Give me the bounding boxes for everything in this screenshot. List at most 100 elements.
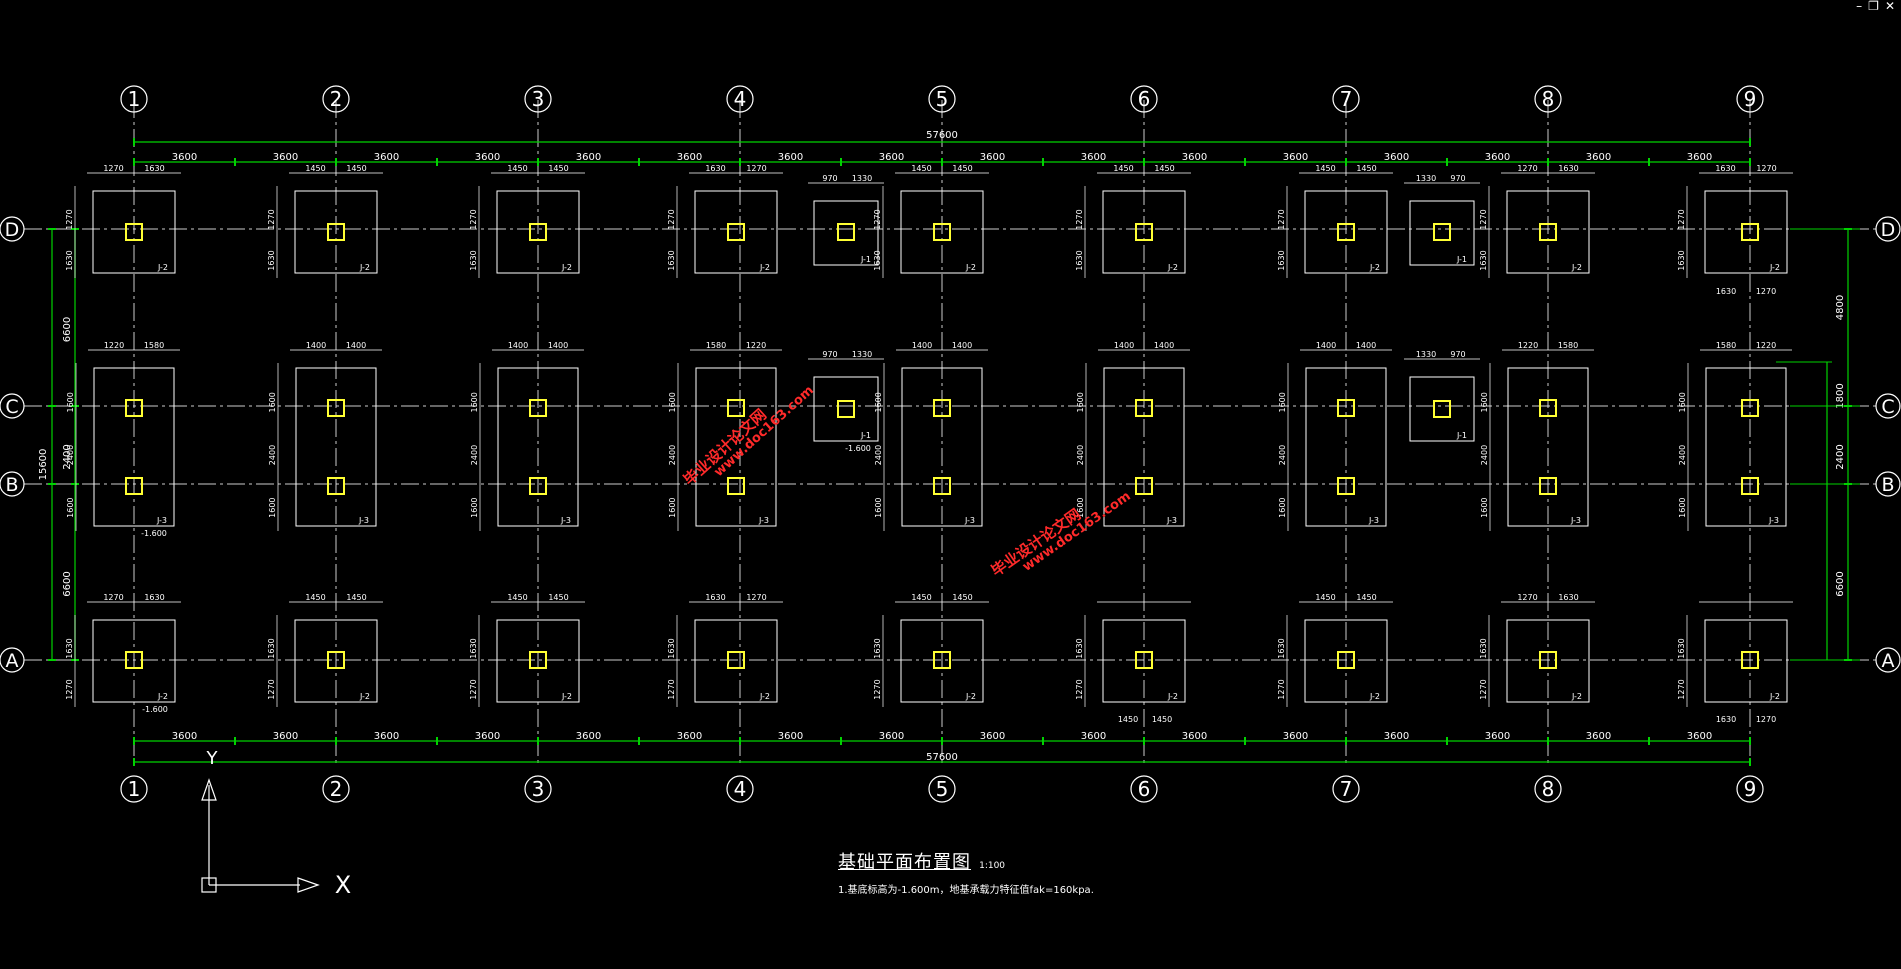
grid-bubble [1875,647,1901,673]
footing-dim: 1270 [1756,164,1776,173]
column-square [125,477,143,495]
grid-bubble-label: 9 [1744,777,1757,801]
grid-bubble [322,85,350,113]
ucs-x-label: X [335,871,351,899]
footing-dim: 1220 [1518,341,1538,350]
bay-dim: 3600 [677,731,702,742]
column-square [1337,651,1355,669]
footing-dim: 1630 [469,638,478,658]
footing-outline [1507,367,1589,527]
footing-dim: 1450 [1154,164,1174,173]
footing-dim: 1400 [306,341,326,350]
footing-dim: 1600 [874,497,883,517]
bay-dim: 3600 [1384,731,1409,742]
grid-bubble-label: B [5,474,18,496]
grid-bubble-label: 2 [330,777,343,801]
footing-dim: 1600 [1678,392,1687,412]
column-square [933,223,951,241]
left-segment-dim: 2400 [62,444,73,469]
bay-dim: 3600 [576,731,601,742]
footing-outline [496,619,580,703]
grid-bubble [0,216,25,242]
footing-outline [813,376,879,442]
grid-bubble-label: 3 [532,87,545,111]
footing-dim: 1630 [1558,593,1578,602]
bay-dim: 3600 [273,731,298,742]
grid-bubble [1736,85,1764,113]
footing-elevation: -1.600 [141,529,167,538]
grid-bubble-label: 4 [734,87,747,111]
ucs-icon: XY [201,748,351,899]
footing-dim: 1600 [470,497,479,517]
column-square [1135,477,1153,495]
footing-dim: 1400 [548,341,568,350]
footing-type: J-2 [1167,692,1178,701]
footing-type: J-3 [1570,516,1581,525]
grid-bubble-label: D [5,219,20,241]
grid-bubble-label: 8 [1542,87,1555,111]
footing-dim: 1580 [706,341,726,350]
footing-dim: 1600 [66,392,75,412]
footing-dim: 1400 [1356,341,1376,350]
footing-dim: 1630 [1075,638,1084,658]
column-square [837,400,855,418]
footing-dim: 1450 [911,164,931,173]
grid-bubble [1875,216,1901,242]
footing-dim: 1270 [1479,679,1488,699]
footing-dim: 1600 [1480,497,1489,517]
footing-dim: 1630 [144,164,164,173]
footing-dim: 1220 [104,341,124,350]
footing-dim: 1580 [1558,341,1578,350]
footing-dim: 1450 [346,164,366,173]
column-square [1337,399,1355,417]
footing-type: J-3 [758,516,769,525]
footing-dim: 970 [822,350,837,359]
footing-dim: 1630 [1677,250,1686,270]
grid-bubble-label: 7 [1340,777,1353,801]
grid-bubble [1332,85,1360,113]
bay-dim: 3600 [374,152,399,163]
footing-dim: 2400 [874,445,883,465]
footing-dim: 1270 [103,593,123,602]
column-square [125,223,143,241]
grid-bubble [0,393,25,419]
footing-dim: 1600 [268,497,277,517]
footing-type: J-3 [1368,516,1379,525]
bay-dim: 3600 [1182,731,1207,742]
footing-outline [1304,190,1388,274]
column-square [1337,477,1355,495]
footing-dim: 1270 [1277,209,1286,229]
restore-button[interactable]: ❐ [1868,0,1879,13]
column-square [327,477,345,495]
grid-bubble [1130,85,1158,113]
footing-dim: 1330 [852,174,872,183]
grid-bubble-label: 9 [1744,87,1757,111]
close-button[interactable]: ✕ [1884,0,1895,13]
footing-type: J-2 [965,692,976,701]
column-square [727,399,745,417]
footing-dim: 1270 [469,209,478,229]
right-segment-dim: 1800 [1835,383,1846,408]
grid-bubble [1130,775,1158,803]
footing-outline [1705,367,1787,527]
footing-outline [295,367,377,527]
column-square [1741,477,1759,495]
footing-dim: 1580 [144,341,164,350]
footing-dim: 1630 [873,638,882,658]
footing-dim: 1400 [1114,341,1134,350]
footing-dim: 1600 [1278,497,1287,517]
footing-dim: 1270 [1517,164,1537,173]
footing-dim: 1270 [667,209,676,229]
footing-dim: 1270 [1479,209,1488,229]
grid-bubble [0,647,25,673]
footing-outline [900,619,984,703]
footing-outline [694,619,778,703]
footing-dim: 1450 [305,593,325,602]
minimize-button[interactable]: – [1856,0,1863,13]
grid-bubble [726,775,754,803]
footing-dim: 1270 [65,679,74,699]
ucs-origin [201,877,217,893]
footing-dim: 1450 [1315,164,1335,173]
